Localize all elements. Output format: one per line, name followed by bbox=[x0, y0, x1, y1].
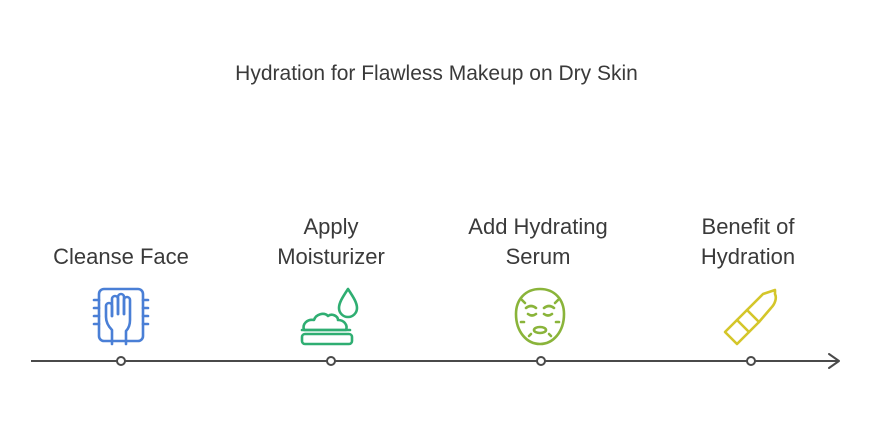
timeline-dot-2 bbox=[326, 356, 336, 366]
diagram-title: Hydration for Flawless Makeup on Dry Ski… bbox=[235, 62, 638, 85]
cream-drop-icon bbox=[300, 287, 359, 346]
step-4-label-line-1: Benefit of bbox=[701, 214, 795, 239]
lipstick-icon bbox=[723, 288, 778, 346]
face-mask-icon bbox=[514, 287, 566, 346]
step-2-label: Apply Moisturizer bbox=[231, 212, 431, 272]
timeline-dot-3 bbox=[536, 356, 546, 366]
timeline-dot-4 bbox=[746, 356, 756, 366]
timeline-arrow-head bbox=[828, 353, 840, 369]
timeline-dot-1 bbox=[116, 356, 126, 366]
step-1-label: Cleanse Face bbox=[21, 242, 221, 272]
step-4-label-line-2: Hydration bbox=[700, 244, 796, 269]
step-4-label: Benefit of Hydration bbox=[648, 212, 848, 272]
hand-wash-icon bbox=[92, 287, 150, 346]
step-3-label-line-1: Add Hydrating bbox=[468, 214, 608, 239]
step-3-label-line-2: Serum bbox=[505, 244, 571, 269]
step-1-label-line-1: Cleanse Face bbox=[53, 244, 189, 269]
step-2-label-line-1: Apply bbox=[303, 214, 359, 239]
step-2-label-line-2: Moisturizer bbox=[277, 244, 385, 269]
step-3-label: Add Hydrating Serum bbox=[438, 212, 638, 272]
